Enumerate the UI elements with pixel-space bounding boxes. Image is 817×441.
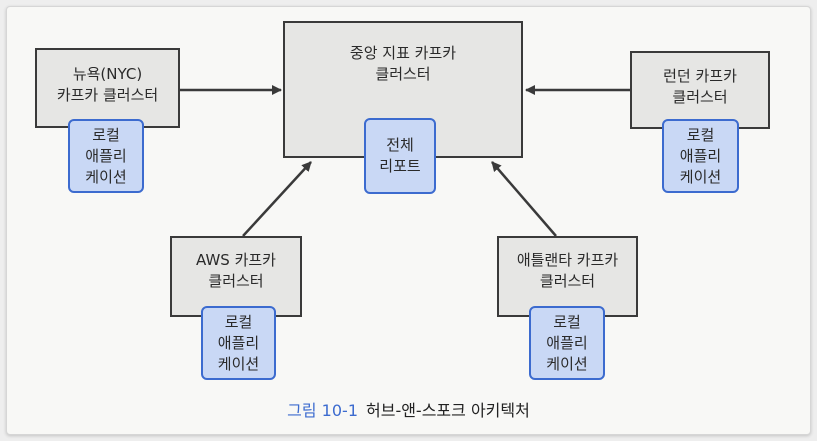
- atlanta-local-app: 로컬 애플리 케이션: [529, 306, 605, 380]
- london-app-line-3: 케이션: [679, 167, 722, 186]
- nyc-app-line-1: 로컬: [92, 125, 120, 144]
- aws-local-app: 로컬 애플리 케이션: [201, 306, 276, 380]
- aws-cluster-title: AWS 카프카 클러스터: [172, 250, 300, 292]
- aws-app-line-3: 케이션: [217, 354, 260, 373]
- nyc-title-line-1: 뉴욕(NYC): [72, 65, 143, 83]
- atlanta-cluster: 애틀랜타 카프카 클러스터: [497, 236, 638, 317]
- aws-title-line-1: AWS 카프카: [196, 251, 276, 269]
- london-cluster: 런던 카프카 클러스터: [630, 51, 770, 129]
- atlanta-app-line-1: 로컬: [553, 312, 581, 331]
- aws-title-line-2: 클러스터: [208, 272, 264, 290]
- nyc-cluster-title: 뉴욕(NYC) 카프카 클러스터: [37, 64, 178, 106]
- london-title-line-2: 클러스터: [672, 88, 728, 106]
- atlanta-cluster-title: 애틀랜타 카프카 클러스터: [499, 250, 636, 292]
- hub-report-app: 전체 리포트: [364, 118, 436, 194]
- nyc-title-line-2: 카프카 클러스터: [56, 86, 159, 104]
- london-app-line-1: 로컬: [686, 125, 715, 144]
- arrow-atlanta-to-hub: [491, 161, 557, 237]
- atlanta-app-line-3: 케이션: [546, 354, 588, 373]
- hub-cluster-title: 중앙 지표 카프카 클러스터: [285, 43, 521, 85]
- arrow-aws-to-hub: [242, 161, 312, 237]
- london-cluster-title: 런던 카프카 클러스터: [632, 66, 768, 108]
- london-title-line-1: 런던 카프카: [663, 67, 737, 85]
- atlanta-app-line-2: 애플리: [546, 333, 588, 352]
- aws-app-line-1: 로컬: [224, 312, 253, 331]
- aws-app-line-2: 애플리: [217, 333, 260, 352]
- hub-app-line-1: 전체: [386, 136, 414, 154]
- nyc-cluster: 뉴욕(NYC) 카프카 클러스터: [35, 48, 180, 128]
- london-local-app: 로컬 애플리 케이션: [662, 119, 739, 193]
- atlanta-title-line-1: 애틀랜타 카프카: [516, 251, 619, 269]
- nyc-app-line-2: 애플리: [85, 146, 127, 165]
- atlanta-title-line-2: 클러스터: [539, 272, 596, 290]
- nyc-app-line-3: 케이션: [85, 167, 127, 186]
- figure-title: 허브-앤-스포크 아키텍처: [366, 401, 530, 420]
- london-app-line-2: 애플리: [679, 146, 722, 165]
- hub-title-line-1: 중앙 지표 카프카: [349, 44, 457, 62]
- figure-caption: 그림 10-1 허브-앤-스포크 아키텍처: [0, 397, 817, 421]
- hub-title-line-2: 클러스터: [375, 65, 431, 83]
- hub-app-line-2: 리포트: [379, 157, 421, 175]
- nyc-local-app: 로컬 애플리 케이션: [68, 119, 144, 193]
- figure-number: 그림 10-1: [287, 401, 358, 420]
- aws-cluster: AWS 카프카 클러스터: [170, 236, 302, 317]
